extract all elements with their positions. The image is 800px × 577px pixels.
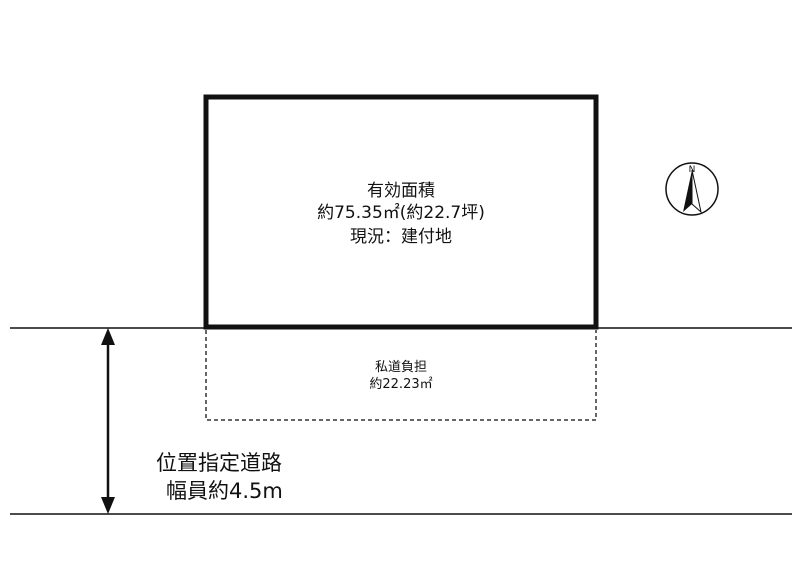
private-road-title: 私道負担: [375, 360, 427, 375]
road-type: 位置指定道路: [156, 451, 282, 475]
compass-label: N: [689, 165, 696, 175]
road-width-arrow: [101, 328, 115, 514]
private-road-outline: [205, 330, 597, 421]
lot-title: 有効面積: [367, 181, 435, 201]
private-road-area: 約22.23㎡: [369, 377, 432, 392]
lot-outline: [203, 94, 599, 330]
road-width: 幅員約4.5m: [166, 479, 283, 503]
lot-status: 現況：建付地: [350, 227, 452, 247]
lot-area: 約75.35㎡(約22.7坪): [317, 203, 485, 223]
north-compass-icon: N: [665, 162, 719, 216]
